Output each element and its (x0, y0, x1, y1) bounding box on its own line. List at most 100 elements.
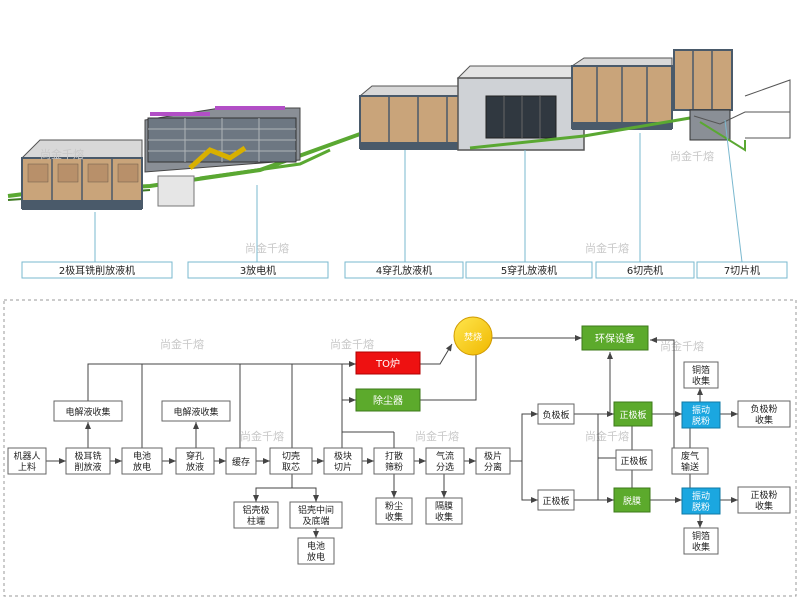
node-dust-collect: 粉尘 收集 (375, 497, 413, 525)
node-label: 振动 (692, 404, 710, 416)
node-label: 输送 (681, 461, 699, 473)
flow-connectors (46, 335, 738, 538)
node-label: 电解液收集 (65, 406, 110, 418)
node-label: 缓存 (232, 456, 250, 468)
machine-label-m4: 4穿孔放液机 (376, 264, 432, 277)
node-label: 机器人 (13, 450, 40, 462)
node-al-shell-mid: 铝壳中间 及底端 (289, 501, 343, 529)
node-label: 正极板 (542, 495, 569, 507)
machine-label-m7: 7切片机 (724, 264, 760, 277)
node-label: 铝壳极 (242, 504, 269, 516)
node-label: 正极板 (619, 409, 646, 421)
node-aluminum-foil-collect: 铜箔 收集 (683, 527, 719, 555)
node-label: TO炉 (375, 358, 400, 370)
watermark-text: 尚金千熔 (670, 149, 714, 163)
node-dust-remover: 除尘器 (355, 388, 421, 412)
node-label: 电池 (307, 540, 325, 552)
node-label: 削放液 (74, 461, 101, 473)
node-scatter-screen: 打散 筛粉 (373, 447, 415, 475)
watermark-text: 尚金千熔 (330, 337, 374, 351)
node-positive-sheet: 正极板 (537, 489, 575, 511)
machine-label-m6: 6切壳机 (627, 264, 663, 277)
node-negative-sheet: 负极板 (537, 403, 575, 425)
node-electrolyte-collect-2: 电解液收集 (161, 400, 231, 422)
node-label: 负极粉 (750, 403, 777, 415)
node-shell-cut: 切壳 取芯 (269, 447, 313, 475)
node-pos-powder-collect: 正极粉 收集 (737, 486, 791, 514)
node-buffer: 缓存 (225, 447, 257, 475)
node-vib-deflake-1: 振动 脱粉 (681, 401, 721, 429)
node-label: 脱粉 (692, 415, 710, 427)
node-label: 放电 (133, 461, 151, 473)
watermark-text: 尚金千熔 (245, 241, 289, 255)
node-label: 负极板 (542, 409, 569, 421)
node-label: 隔膜 (435, 501, 453, 512)
node-air-sort: 气流 分选 (425, 447, 465, 475)
machine-4-render (358, 85, 477, 150)
node-pos-plate-mid: 正极板 (615, 449, 653, 471)
watermark-text: 尚金千熔 (160, 337, 204, 351)
node-separator-collect: 隔膜 收集 (425, 497, 463, 525)
node-label: 上料 (18, 461, 36, 473)
node-label: 收集 (755, 500, 773, 512)
flow-nodes: 机器人 上料 极耳铣 削放液 电池 放电 穿孔 放液 缓存 切壳 取芯 (7, 316, 791, 565)
node-label: 分离 (484, 461, 502, 473)
node-label: 穿孔 (186, 450, 204, 462)
node-to-furnace: TO炉 (355, 351, 421, 375)
node-electrolyte-collect-1: 电解液收集 (53, 400, 123, 422)
watermark-text: 尚金千熔 (660, 339, 704, 353)
node-label: 电解液收集 (173, 406, 218, 418)
node-label: 取芯 (282, 461, 300, 473)
node-label: 脱粉 (692, 501, 710, 513)
node-label: 分选 (436, 461, 454, 473)
watermark-text: 尚金千熔 (585, 241, 629, 255)
node-label: 电池 (133, 450, 151, 462)
node-neg-powder-collect: 负极粉 收集 (737, 400, 791, 428)
node-label: 脱膜 (623, 495, 641, 507)
node-block-slice: 极块 切片 (323, 447, 363, 475)
machine-label-m2: 2极耳铣削放液机 (59, 264, 135, 277)
machine-2-render (20, 139, 143, 210)
watermark-text: 尚金千熔 (240, 429, 284, 443)
node-label: 及底端 (302, 515, 329, 527)
node-label: 放电 (307, 551, 325, 563)
node-tab-milling: 极耳铣 削放液 (65, 447, 111, 475)
machine-label-m3: 3放电机 (240, 264, 276, 277)
node-label: 铜箔 (692, 364, 710, 376)
node-label: 除尘器 (373, 394, 403, 407)
machine-label-row: 2极耳铣削放液机 3放电机 4穿孔放液机 5穿孔放液机 6切壳机 7切片机 (21, 261, 788, 279)
node-label: 切片 (334, 461, 352, 473)
machine-3-render (144, 106, 331, 207)
watermark-text: 尚金千熔 (585, 429, 629, 443)
node-label: 极片 (484, 450, 502, 462)
node-vib-deflake-2: 振动 脱粉 (681, 487, 721, 515)
node-piercing-drain: 穿孔 放液 (175, 447, 215, 475)
node-label: 极块 (334, 450, 352, 462)
node-al-shell-post: 铝壳极 柱端 (233, 501, 279, 529)
node-label: 正极粉 (750, 489, 777, 501)
node-label: 废气 (681, 450, 699, 462)
node-robot-loading: 机器人 上料 (7, 447, 47, 475)
node-label: 正极板 (620, 455, 647, 467)
watermarks: 尚金千熔 尚金千熔 尚金千熔 尚金千熔 尚金千熔 尚金千熔 尚金千熔 尚金千熔 … (40, 147, 714, 443)
node-label: 放液 (186, 461, 204, 473)
node-env-equipment: 环保设备 (581, 325, 649, 351)
node-label: 收集 (385, 511, 403, 523)
production-line-illustration (7, 49, 791, 210)
node-label: 收集 (692, 375, 710, 387)
node-incinerate: 焚烧 (453, 316, 493, 356)
watermark-text: 尚金千熔 (415, 429, 459, 443)
node-label: 收集 (692, 541, 710, 553)
watermark-text: 尚金千熔 (40, 147, 84, 161)
node-label: 收集 (435, 511, 453, 523)
machine-label-m5: 5穿孔放液机 (501, 264, 557, 277)
machine-7-render (673, 49, 791, 152)
node-label: 切壳 (282, 450, 300, 462)
node-label: 粉尘 (385, 500, 403, 512)
machine-5-render (456, 65, 585, 151)
node-label: 柱端 (247, 515, 265, 527)
node-label: 环保设备 (595, 332, 635, 345)
node-label: 焚烧 (464, 331, 482, 343)
node-label: 极耳铣 (74, 450, 101, 462)
